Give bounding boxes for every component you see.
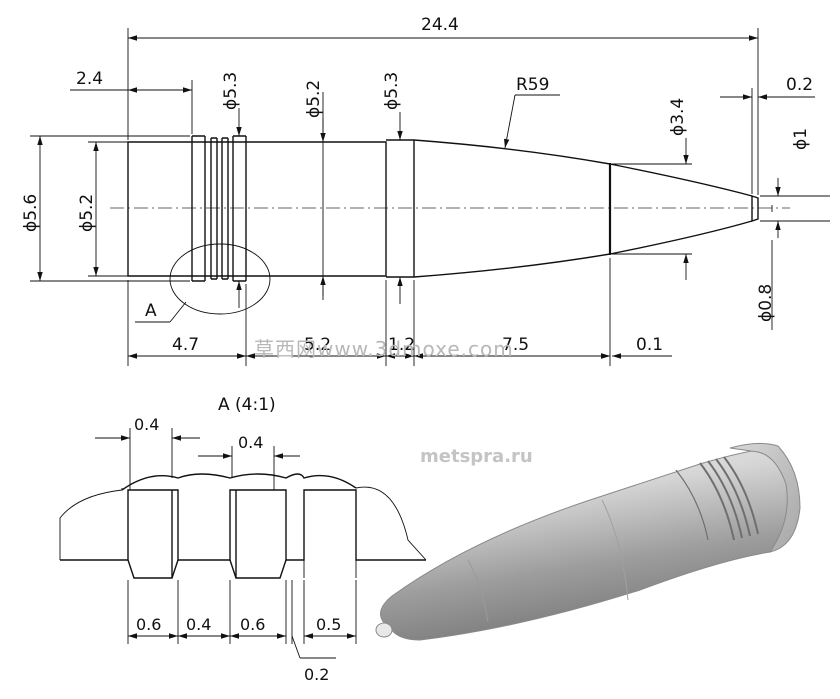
dim-max-dia: ϕ5.6 — [21, 194, 41, 232]
detail-dim-bot-3: 0.6 — [240, 615, 265, 634]
bullet-3d-render — [375, 442, 801, 641]
dim-tip-flat-dia: ϕ1 — [791, 128, 811, 150]
dim-overall-length: 24.4 — [421, 15, 459, 35]
dim-band-dia-2: ϕ5.3 — [382, 72, 402, 110]
dim-len-c: 1.2 — [388, 335, 415, 355]
dim-base-dia: ϕ5.2 — [77, 194, 97, 232]
detail-a-view: A (4:1) 0.4 0.4 — [59, 395, 427, 684]
dim-len-a: 4.7 — [172, 335, 199, 355]
dim-ogive-radius: R59 — [516, 75, 549, 95]
detail-title: A (4:1) — [218, 395, 276, 415]
detail-dim-bot-2: 0.4 — [186, 615, 211, 634]
dim-groove-dia-1: ϕ5.3 — [221, 72, 241, 110]
dim-body-dia: ϕ5.2 — [304, 80, 324, 118]
bullet-side-view: A — [110, 135, 790, 323]
dim-len-d: 7.5 — [502, 335, 529, 355]
detail-dim-bot-5: 0.2 — [304, 665, 329, 684]
detail-callout-label: A — [145, 301, 157, 321]
detail-dim-bot-4: 0.5 — [316, 615, 341, 634]
dim-meplat-dia: ϕ0.8 — [756, 284, 776, 322]
watermark-site: metspra.ru — [420, 446, 533, 467]
dim-tip-gap: 0.2 — [786, 75, 813, 95]
detail-dim-bot-1: 0.6 — [136, 615, 161, 634]
dim-len-e: 0.1 — [636, 335, 663, 355]
dim-tip-cone-dia: ϕ3.4 — [668, 98, 688, 136]
detail-dim-top-2: 0.4 — [238, 433, 263, 452]
watermark-cn: 草西网www.3dmoxe.com — [254, 337, 514, 361]
dim-band-offset: 2.4 — [76, 69, 103, 89]
dim-len-b: 5.2 — [304, 335, 331, 355]
main-dimensions: 24.4 2.4 ϕ5.3 ϕ5.2 ϕ5.3 R59 0.2 ϕ3. — [21, 15, 830, 366]
detail-dim-top-1: 0.4 — [134, 415, 159, 434]
